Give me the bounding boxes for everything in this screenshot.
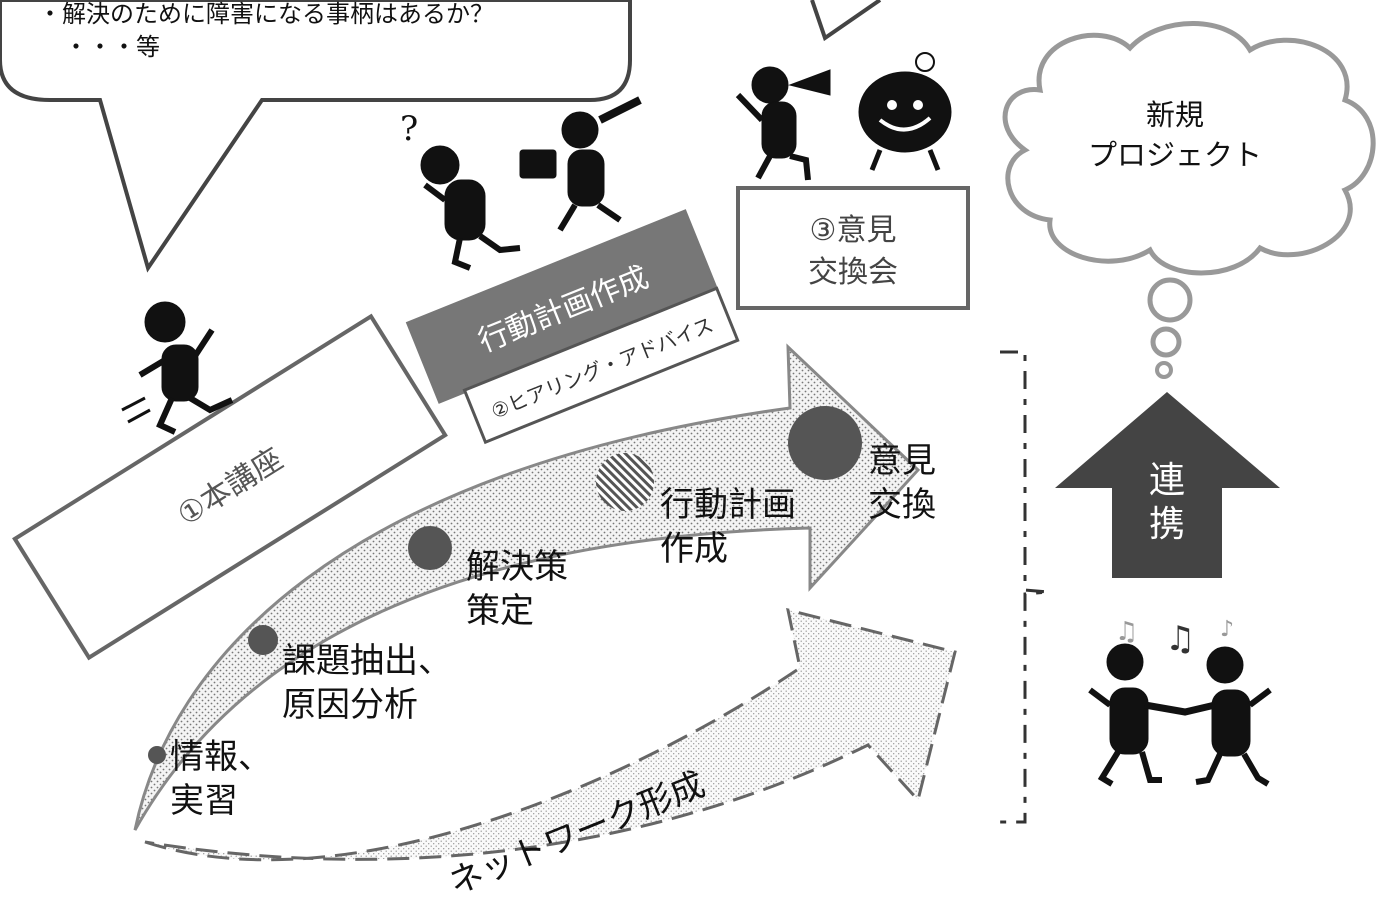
cloud-line2: プロジェクト — [1088, 138, 1262, 172]
svg-text:♪: ♪ — [1220, 617, 1234, 642]
speech-bubble-line2: ・・・等 — [64, 33, 160, 61]
milestone-dot-1 — [148, 746, 166, 764]
renkei-char2: 携 — [1149, 504, 1185, 545]
running-figure-icon — [121, 301, 234, 435]
milestone-dot-2 — [248, 625, 278, 655]
milestone-label-1a: 情報、 — [170, 737, 272, 777]
milestone-dot-4-hatched — [596, 453, 654, 511]
renkei-arrow: 連 携 — [1055, 392, 1280, 578]
step3-line2: 交換会 — [808, 255, 898, 290]
bubble-tail-fragment — [810, 0, 882, 42]
milestone-label-3a: 解決策 — [466, 547, 568, 587]
svg-text:♫: ♫ — [1115, 617, 1138, 647]
svg-text:?: ? — [400, 109, 418, 149]
cloud-line1: 新規 — [1146, 98, 1204, 132]
milestone-label-4a: 行動計画 — [660, 485, 796, 525]
milestone-label-1b: 実習 — [170, 781, 238, 821]
milestone-label-5b: 交換 — [868, 485, 936, 525]
step1-box: ①本講座 — [12, 313, 448, 661]
thought-cloud: 新規 プロジェクト — [1002, 21, 1376, 379]
milestone-label-4b: 作成 — [660, 529, 728, 569]
dancing-pair-icon: ♫ ♫ ♪ — [1088, 617, 1272, 787]
dashed-bracket — [1000, 350, 1049, 824]
step3-line1: ③意見 — [810, 213, 897, 248]
milestone-label-2b: 原因分析 — [282, 685, 418, 725]
milestone-label-3b: 策定 — [466, 591, 534, 631]
megaphone-figure-icon — [735, 66, 831, 181]
renkei-char1: 連 — [1149, 460, 1185, 501]
speech-bubble-line1: ・解決のために障害になる事柄はあるか？ — [38, 0, 494, 28]
speech-bubble: ・解決のために障害になる事柄はあるか？ ・・・等 — [0, 0, 632, 273]
milestone-label-2a: 課題抽出、 — [282, 641, 452, 681]
progress-arrow — [133, 343, 921, 831]
milestone-dot-5 — [788, 406, 862, 480]
camera-figure-icon — [519, 96, 642, 232]
milestone-label-5a: 意見 — [868, 441, 936, 481]
svg-text:♫: ♫ — [1165, 619, 1195, 659]
confused-figure-icon: ? — [400, 109, 521, 271]
idea-figure-icon — [858, 52, 952, 171]
step3-box: ③意見 交換会 — [736, 186, 970, 310]
milestone-dot-3 — [408, 526, 452, 570]
